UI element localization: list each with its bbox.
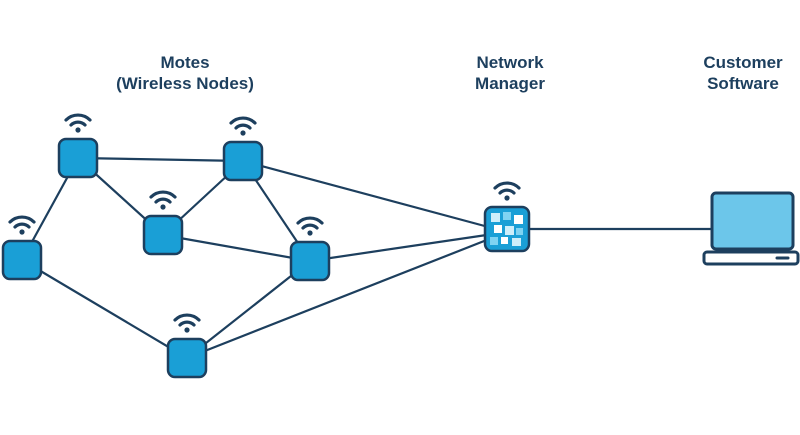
mote: [142, 190, 184, 256]
network-manager-node: [483, 181, 531, 253]
network-manager-label-line1: Network: [476, 53, 544, 72]
motes-label: Motes (Wireless Nodes): [100, 52, 270, 94]
network-manager-icon: [483, 205, 531, 253]
network-manager-label: Network Manager: [450, 52, 570, 94]
mote: [1, 215, 43, 281]
motes-label-line1: Motes: [160, 53, 210, 72]
link: [20, 258, 189, 360]
customer-software-label: Customer Software: [688, 52, 798, 94]
network-manager-label-line2: Manager: [475, 74, 545, 93]
mote: [289, 216, 331, 282]
link: [161, 233, 312, 263]
wifi-signal-icon: [493, 181, 521, 203]
link: [241, 159, 509, 234]
customer-software-label-line2: Software: [707, 74, 779, 93]
mote: [222, 116, 264, 182]
wifi-signal-icon: [149, 190, 177, 212]
link: [185, 230, 509, 360]
wifi-signal-icon: [296, 216, 324, 238]
laptop-icon: [702, 191, 800, 266]
mote: [166, 313, 208, 379]
mesh-links: [20, 156, 714, 360]
wifi-signal-icon: [229, 116, 257, 138]
customer-software-label-line1: Customer: [703, 53, 783, 72]
motes-label-line2: (Wireless Nodes): [116, 74, 254, 93]
link: [185, 259, 312, 360]
wifi-signal-icon: [173, 313, 201, 335]
mote: [57, 113, 99, 179]
link: [308, 230, 509, 263]
wifi-signal-icon: [8, 215, 36, 237]
wifi-signal-icon: [64, 113, 92, 135]
link: [76, 156, 245, 163]
